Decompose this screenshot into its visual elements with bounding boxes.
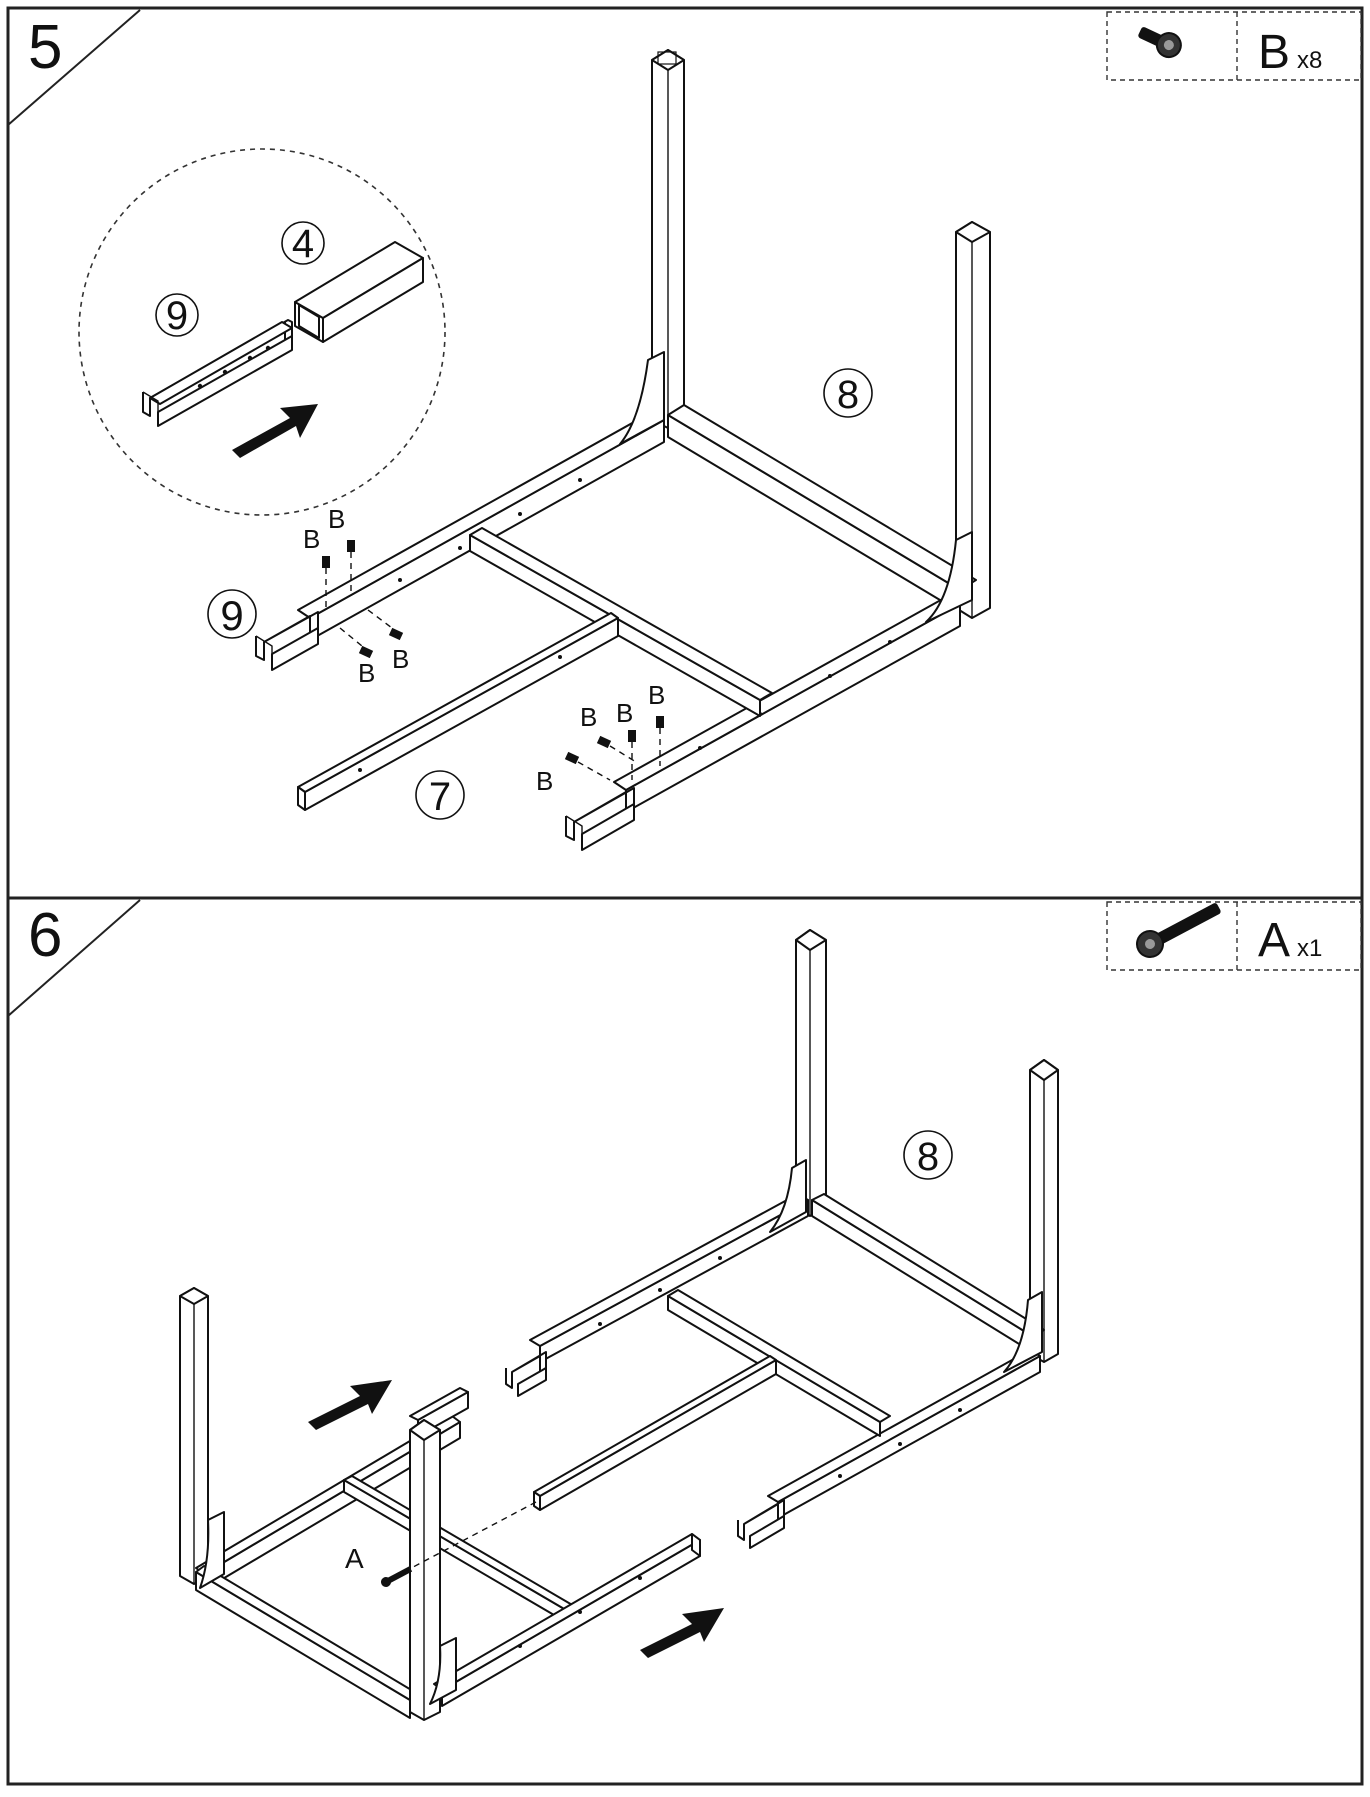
corner-bracket-6c [199, 1511, 225, 1589]
callout-7-ring [415, 770, 465, 820]
screw-label-b-3: B [358, 658, 375, 688]
callout-8-step6: 8 [917, 1135, 939, 1179]
part-9-channel-left [255, 611, 319, 671]
screw-b-8: B [648, 680, 665, 766]
screw-b-5: B [536, 751, 611, 796]
step-5-table-frame: 8 9 7 [207, 49, 991, 851]
callout-9: 9 [220, 592, 243, 639]
detail-inset: 4 9 [78, 148, 446, 516]
left-end-bottom-rail [195, 1565, 419, 1719]
back-left-leg [651, 49, 685, 429]
screw-label-b-2: B [328, 504, 345, 534]
step-5-number: 5 [28, 13, 62, 82]
corner-bracket-6a [769, 1159, 807, 1233]
bolt-alignment-line [399, 1501, 537, 1575]
callout-8-step6-ring [903, 1130, 953, 1180]
step-5-panel: 5 B x8 [6, 6, 1364, 900]
screw-b-2: B [328, 504, 355, 594]
callout-8: 8 [837, 373, 859, 417]
hardware-box-outline-a [1106, 901, 1362, 971]
step-6-corner-divider [7, 899, 141, 1017]
callout-4-ring [281, 221, 325, 265]
step-5-corner-divider [7, 9, 141, 126]
back-rail-6 [811, 1193, 1045, 1353]
back-right-leg-6 [1029, 1059, 1059, 1363]
center-beam-6 [533, 1355, 777, 1511]
step-5-screws: B B B B B B B [303, 504, 665, 796]
left-end-short-stub [409, 1387, 469, 1437]
step-6-frame [6, 896, 1364, 1786]
right-side-rail [613, 595, 961, 813]
back-left-corner-bracket [619, 351, 665, 445]
screw-label-b-4: B [392, 644, 409, 674]
hardware-qty-a: x1 [1297, 935, 1322, 962]
corner-bracket-6d [429, 1637, 457, 1705]
part-9-channel-right [565, 787, 635, 851]
callout-9-detail: 9 [166, 294, 188, 338]
left-end-leg-front [409, 1419, 441, 1721]
screw-b-7: B [616, 698, 636, 780]
hardware-qty-b: x8 [1297, 47, 1322, 74]
long-bolt-icon [1136, 903, 1221, 958]
channel-end-6b [737, 1499, 785, 1549]
screw-label-b-8: B [648, 680, 665, 710]
callout-8-ring [823, 368, 873, 418]
back-right-corner-bracket [925, 531, 973, 623]
screw-b-6: B [580, 702, 637, 763]
detail-circle [78, 148, 446, 516]
corner-bracket-6b [1003, 1291, 1043, 1373]
part-7-beam [297, 612, 619, 811]
screw-b-1: B [303, 524, 330, 610]
back-rail [667, 404, 977, 613]
screw-label-b-1: B [303, 524, 320, 554]
step-6-number: 6 [28, 901, 62, 970]
channel-end-6a [505, 1351, 547, 1397]
callout-9-detail-ring [155, 293, 199, 337]
push-arrow-upper [308, 1380, 392, 1430]
step-6-leg-frame: 8 [505, 929, 1059, 1549]
screw-label-b-7: B [616, 698, 633, 728]
left-end-leg-back [179, 1287, 209, 1585]
callout-7: 7 [429, 775, 451, 819]
short-bolt-icon [1138, 27, 1182, 59]
detail-part-9-channel [142, 319, 293, 427]
screw-label-b-5: B [536, 766, 553, 796]
step-6-end-frame [179, 1287, 701, 1721]
callout-9-ring [207, 589, 257, 639]
hardware-letter-a: A [1258, 914, 1290, 967]
screw-label-a: A [345, 1543, 364, 1574]
step-6-panel: 6 A x1 [6, 896, 1364, 1786]
screw-b-3: B [339, 627, 375, 688]
insert-direction-arrow [232, 404, 318, 458]
detail-part-4-tube [294, 241, 424, 343]
hardware-box-outline [1106, 11, 1362, 81]
bolt-a [381, 1566, 413, 1587]
callout-4: 4 [292, 222, 314, 266]
screw-label-b-6: B [580, 702, 597, 732]
left-rail-6 [529, 1193, 809, 1363]
step-6-hardware-box: A x1 [1106, 901, 1362, 971]
step-5-hardware-box: B x8 [1106, 11, 1362, 81]
hardware-letter-b: B [1258, 26, 1290, 79]
screw-b-4: B [367, 609, 409, 674]
push-arrow-lower [640, 1608, 724, 1658]
